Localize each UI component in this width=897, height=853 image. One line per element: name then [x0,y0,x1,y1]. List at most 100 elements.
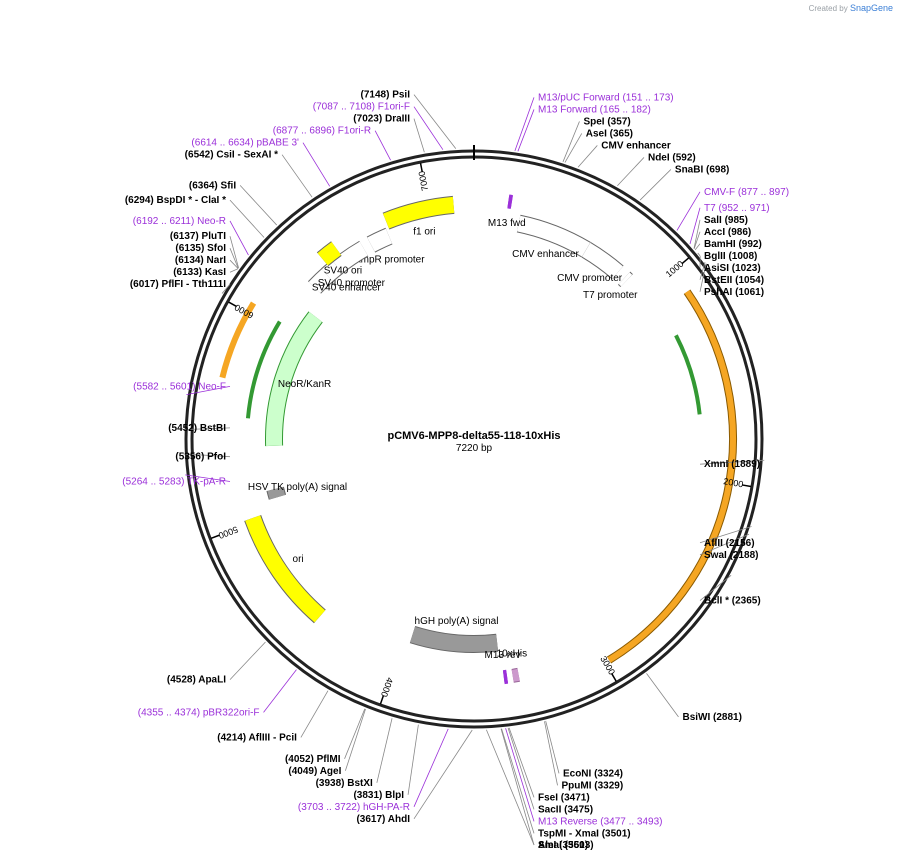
enzyme-label: SnaBI (698) [675,164,729,175]
enzyme-label: (6135) SfoI [175,243,226,254]
leader-line [699,526,752,544]
primer-label: (6877 .. 6896) F1ori-R [273,126,371,137]
enzyme-label: (3617) AhdI [356,814,410,825]
enzyme-label: SwaI (2188) [704,550,758,561]
feature-label: 10xHis [497,648,528,659]
enzyme-label: (4214) AflIII - PciI [217,732,297,743]
primer-label: (7087 .. 7108) F1ori-F [313,102,410,113]
orf-arc [607,290,736,663]
boxed-label: CMV enhancer [601,140,671,151]
leader-line [229,199,265,238]
leader-line [229,236,239,269]
enzyme-label: (4528) ApaLI [167,675,226,686]
leader-line [544,721,558,786]
feature-origin [317,242,342,266]
leader-line [646,673,679,718]
feature-label: M13 fwd [488,218,526,229]
feature-label: M13 rev [485,650,521,661]
leader-line [507,727,535,810]
primer-label: (6614 .. 6634) pBABE 3' [191,138,299,149]
feature-promoter [308,241,368,294]
plasmid-length: 7220 bp [456,443,493,454]
leader-line [693,231,701,249]
primer-label: M13 Forward (165 .. 182) [538,104,651,115]
tick-label: 1000 [664,259,686,280]
green-arc [674,334,702,415]
feature-label: HSV TK poly(A) signal [248,482,347,493]
enzyme-label: (6134) NarI [175,255,226,266]
enzyme-label: (3938) BstXI [316,778,373,789]
leader-line [508,727,535,798]
feature-label: CMV promoter [557,273,623,284]
leader-line [300,690,329,738]
feature-primer_site [507,195,513,208]
feature-label: SV40 enhancer [312,282,382,293]
leader-line [413,118,425,153]
feature-promoter [618,272,633,287]
leader-line [407,724,419,795]
enzyme-label: (3831) BlpI [353,790,404,801]
enzyme-label: AleI (3561) [538,840,588,851]
tick-mark [681,257,690,265]
feature-promoter [367,228,393,252]
leader-line [699,533,750,556]
tick-mark [419,162,423,173]
enzyme-label: (4052) PflMI [285,754,341,765]
enzyme-label: (6364) SfiI [189,180,236,191]
leader-line [689,207,701,245]
orf-arc [219,301,257,379]
enzyme-label: PshAI (1061) [704,287,764,298]
leader-line [374,130,391,161]
leader-line [501,728,535,834]
leader-line [505,728,535,822]
tick-mark [741,484,752,488]
leader-line [281,154,313,198]
enzyme-label: (4049) AgeI [288,766,341,777]
feature-terminator [410,626,499,652]
leader-line [699,263,707,292]
primer-label: CMV-F (877 .. 897) [704,187,789,198]
feature-label: NeoR/KanR [278,379,331,390]
leader-line [229,268,239,273]
enzyme-label: (6294) BspDI * - ClaI * [125,195,226,206]
leader-line [413,106,444,150]
credit-prefix: Created by [808,4,848,13]
feature-label: SV40 promoter [318,278,386,289]
leader-line [229,248,239,269]
leader-line [302,142,331,187]
feature-label: hGH poly(A) signal [415,616,499,627]
tick-label: 4000 [379,676,395,698]
enzyme-label: AsiSI (1023) [704,263,761,274]
feature-terminator [267,486,286,500]
leader-line [239,185,278,226]
enzyme-label: (5356) PfoI [175,452,226,463]
leader-line [545,720,560,774]
tick-mark [611,673,617,682]
feature-marker [266,311,323,447]
leader-line [229,641,266,680]
leader-line [694,243,701,251]
leader-line [263,669,297,713]
enzyme-label: SalI (985) [704,215,748,226]
leader-line [376,718,393,783]
leader-line [517,109,535,152]
feature-tag [511,668,520,682]
leader-line [183,427,231,431]
feature-label: CMV enhancer [512,249,579,260]
leader-line [577,145,598,168]
snapgene-credit: Created by SnapGene [809,3,893,13]
leader-line [344,708,366,759]
enzyme-label: (5452) BstBI [168,423,226,434]
primer-label: (4355 .. 4374) pBR322ori-F [138,707,260,718]
enzyme-label: TspMI - XmaI (3501) [538,828,631,839]
tick-label: 5000 [217,524,239,540]
snapgene-logo: SnapGene [849,3,893,13]
enzyme-label: (6542) CsiI - SexAI * [185,150,278,161]
enzyme-label: BglII (1008) [704,251,757,262]
primer-label: T7 (952 .. 971) [704,203,770,214]
tick-mark [228,301,237,308]
enzyme-label: SpeI (357) [583,116,630,127]
feature-promoter [321,260,343,282]
